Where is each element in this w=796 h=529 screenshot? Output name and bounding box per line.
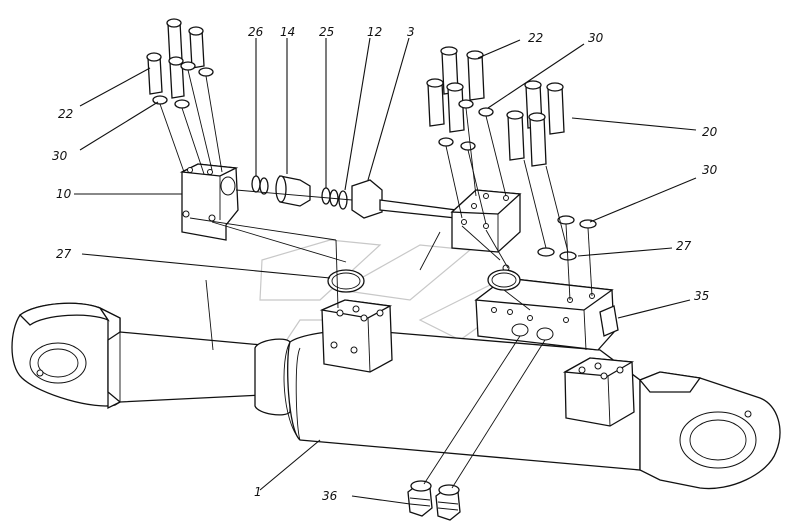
label-1: 1 [254, 485, 262, 499]
label-10: 10 [56, 187, 72, 201]
tube-fitting [351, 179, 457, 219]
label-26: 26 [248, 25, 264, 39]
leader-lines [74, 37, 697, 505]
label-30-left: 30 [52, 149, 68, 163]
assembly-lines [159, 69, 593, 489]
label-25: 25 [319, 25, 334, 39]
plugs [407, 480, 461, 521]
label-14: 14 [280, 25, 295, 39]
callout-labels: 26 14 25 12 3 22 30 10 27 22 30 20 30 27… [52, 25, 718, 503]
upper-right-block [450, 189, 522, 253]
label-30-top: 30 [588, 31, 604, 45]
label-36: 36 [322, 489, 338, 503]
label-3: 3 [407, 25, 415, 39]
label-22-right: 22 [528, 31, 543, 45]
upper-left-block [179, 163, 239, 241]
label-12: 12 [367, 25, 382, 39]
label-20: 20 [702, 125, 718, 139]
label-30-right: 30 [702, 163, 718, 177]
label-27-left: 27 [56, 247, 72, 261]
label-22-left: 22 [58, 107, 73, 121]
valve-block [474, 264, 619, 351]
label-35: 35 [694, 289, 709, 303]
cylinder-body [11, 279, 781, 490]
label-27-right: 27 [676, 239, 692, 253]
